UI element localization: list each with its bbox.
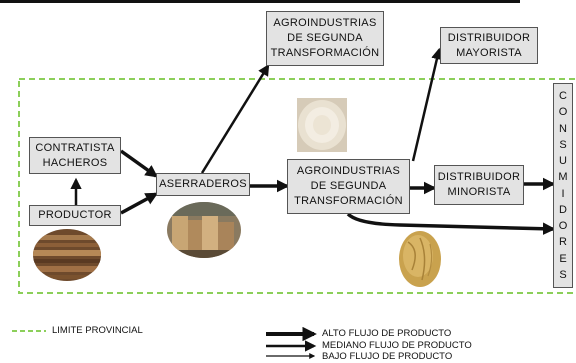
arrow-aserraderos-to-agro-top: [200, 64, 270, 174]
legend-mediano-label: MEDIANO FLUJO DE PRODUCTO: [322, 340, 472, 351]
consumidores-letter: N: [559, 122, 567, 135]
top-rule: [0, 0, 520, 3]
consumidores-letter: S: [559, 138, 567, 151]
consumidores-letter: O: [558, 106, 568, 119]
arrow-agro-mid-to-consumidores: [346, 212, 556, 236]
consumidores-letter: M: [558, 171, 568, 184]
arrow-productor-to-aserraderos: [120, 192, 159, 215]
distribuidor-minorista-box: DISTRIBUIDOR MINORISTA: [434, 165, 524, 205]
agroindustrias-mid-box: AGROINDUSTRIAS DE SEGUNDA TRANSFORMACIÓN: [287, 159, 410, 214]
contratista-hacheros-box: CONTRATISTA HACHEROS: [29, 137, 121, 174]
consumidores-letter: S: [559, 268, 567, 281]
consumidores-letter: C: [559, 90, 567, 103]
consumidores-letter: R: [559, 236, 567, 249]
consumidores-letter: D: [559, 203, 567, 216]
plywood-photo: [399, 231, 441, 287]
arrow-agro-mid-to-mayorista: [411, 47, 443, 162]
agroindustrias-top-box: AGROINDUSTRIAS DE SEGUNDA TRANSFORMACIÓN: [266, 11, 384, 66]
legend-limite-label: LIMITE PROVINCIAL: [52, 325, 143, 336]
logs-photo: [33, 229, 101, 281]
consumidores-letter: U: [559, 155, 567, 168]
wood-disc-photo: [297, 98, 347, 152]
provincial-boundary: [18, 78, 576, 294]
consumidores-letter: I: [561, 187, 565, 200]
lumber-photo: [167, 202, 241, 258]
distribuidor-mayorista-box: DISTRIBUIDOR MAYORISTA: [440, 27, 538, 64]
arrow-contratista-to-aserraderos: [119, 149, 159, 178]
consumidores-letter: E: [559, 252, 567, 265]
legend-bajo-label: BAJO FLUJO DE PRODUCTO: [322, 351, 453, 362]
productor-box: PRODUCTOR: [29, 205, 121, 226]
legend-alto-label: ALTO FLUJO DE PRODUCTO: [322, 328, 452, 339]
consumidores-letter: O: [558, 220, 568, 233]
aserraderos-box: ASERRADEROS: [156, 173, 250, 196]
